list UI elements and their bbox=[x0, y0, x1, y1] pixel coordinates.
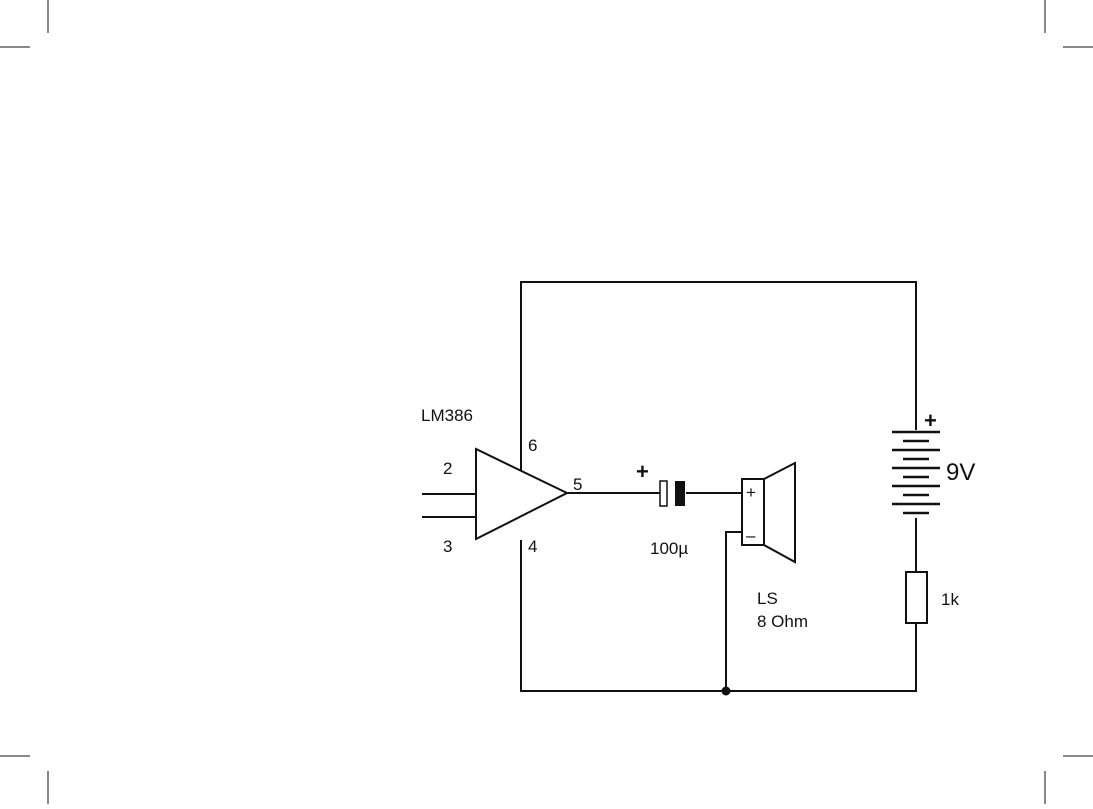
battery-polarity-label: + bbox=[924, 408, 937, 433]
resistor-symbol bbox=[906, 572, 927, 623]
pin-5-label: 5 bbox=[573, 475, 582, 494]
speaker-impedance-label: 8 Ohm bbox=[757, 612, 808, 631]
capacitor-symbol bbox=[660, 481, 685, 506]
battery-voltage-label: 9V bbox=[946, 459, 975, 486]
speaker-designator-label: LS bbox=[757, 589, 778, 608]
ic-label: LM386 bbox=[421, 406, 473, 425]
resistor-value-label: 1k bbox=[941, 590, 959, 609]
pin-2-label: 2 bbox=[443, 459, 452, 478]
supply-wire bbox=[521, 282, 916, 470]
speaker-minus-label: – bbox=[746, 526, 756, 545]
pin-6-label: 6 bbox=[528, 436, 537, 455]
speaker-ground-wire bbox=[726, 532, 742, 691]
pin-4-label: 4 bbox=[528, 537, 537, 556]
capacitor-polarity-label: + bbox=[636, 459, 649, 484]
battery-symbol bbox=[892, 432, 940, 513]
speaker-plus-label: + bbox=[746, 483, 756, 502]
capacitor-value-label: 100µ bbox=[650, 539, 688, 558]
pin-3-label: 3 bbox=[443, 537, 452, 556]
junction-dot bbox=[722, 687, 731, 696]
ground-wire bbox=[521, 540, 916, 691]
speaker-symbol bbox=[742, 463, 795, 562]
